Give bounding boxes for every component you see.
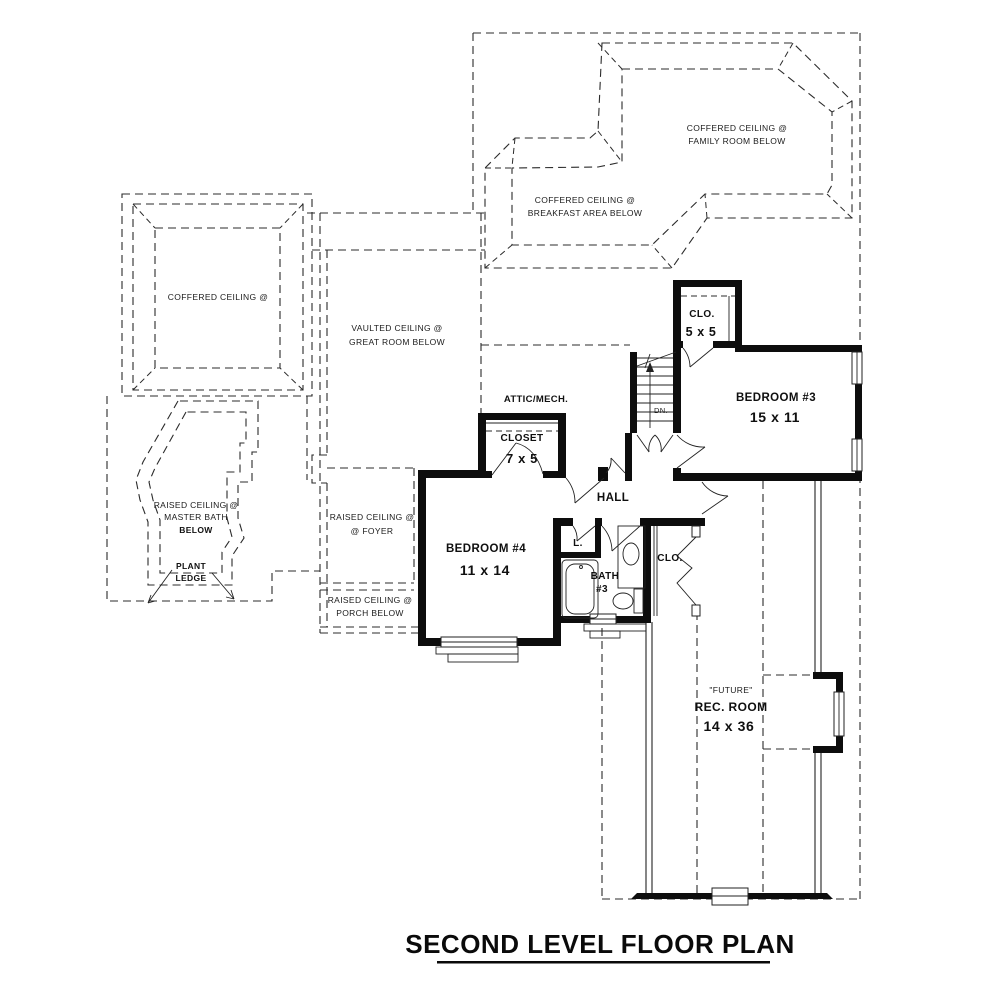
dashed-boundaries — [106, 32, 861, 900]
closet-door-swing — [491, 442, 544, 476]
hall-name: HALL — [597, 492, 629, 504]
bedroom3-door-swing — [676, 434, 706, 469]
rec-room-bottom-window — [711, 887, 749, 906]
master-bath-raised-ceiling-outline — [135, 400, 259, 586]
closet-name: CLOSET — [501, 433, 544, 444]
bedroom3-window-1 — [851, 351, 863, 385]
porch-label-2: PORCH BELOW — [336, 608, 404, 618]
stairs-dn-label: DN. — [654, 406, 668, 415]
clo-bedroom3-dims: 5 x 5 — [686, 325, 717, 339]
staircase — [636, 351, 677, 428]
family-room-label-2: FAMILY ROOM BELOW — [688, 136, 785, 146]
rec-room-qualifier: "FUTURE" — [709, 685, 752, 695]
bath-name: BATH — [591, 571, 620, 582]
attic-door-swing — [605, 457, 626, 474]
bedroom4-dims: 11 x 14 — [460, 562, 510, 578]
breakfast-label-1: COFFERED CEILING @ — [535, 195, 635, 205]
coffered-ceiling-left-outline — [121, 193, 313, 397]
plan-title: SECOND LEVEL FLOOR PLAN — [405, 929, 795, 964]
bath-door-swing — [601, 525, 641, 552]
breakfast-label-2: BREAKFAST AREA BELOW — [528, 208, 643, 218]
bath-number: #3 — [596, 584, 608, 595]
coffered-ceiling-family-breakfast-outline — [484, 42, 853, 269]
closet-dims: 7 x 5 — [506, 451, 538, 466]
bedroom4-name: BEDROOM #4 — [446, 543, 526, 555]
bedroom3-dims: 15 x 11 — [750, 409, 800, 425]
bathtub — [561, 559, 599, 619]
plant-ledge-arrows — [147, 569, 235, 604]
clo-bedroom3-name: CLO. — [689, 309, 715, 320]
great-room-label-2: GREAT ROOM BELOW — [349, 337, 445, 347]
coffered-left-label: COFFERED CEILING @ — [168, 292, 268, 302]
stairs-double-door-swing — [636, 434, 674, 453]
closet-interior-lines — [486, 295, 735, 432]
porch-label-1: RAISED CEILING @ — [328, 595, 413, 605]
linen-door-swing — [572, 525, 596, 542]
rec-room-name: REC. ROOM — [695, 700, 768, 714]
master-bath-label-2: MASTER BATH — [164, 512, 228, 522]
attic-label: ATTIC/MECH. — [504, 394, 568, 405]
great-room-label-1: VAULTED CEILING @ — [351, 323, 442, 333]
doors — [491, 347, 729, 617]
plant-ledge-label-2: LEDGE — [175, 573, 206, 583]
title-underline — [437, 961, 770, 964]
walls — [418, 280, 862, 899]
master-bath-label-3: BELOW — [179, 525, 213, 535]
bath-fixtures — [561, 525, 646, 619]
rec-room-bay-window — [833, 691, 845, 737]
bedroom3-name: BEDROOM #3 — [736, 392, 816, 404]
bedroom4-door-swing — [565, 477, 605, 504]
bath-window — [583, 613, 647, 639]
rec-room-frame-lines — [645, 481, 822, 893]
clo-hall-label: CLO. — [657, 553, 683, 564]
master-bath-label-1: RAISED CEILING @ — [154, 500, 239, 510]
plan-labels: COFFERED CEILING @ FAMILY ROOM BELOW COF… — [154, 123, 816, 734]
foyer-label-2: @ FOYER — [351, 526, 394, 536]
bedroom4-window — [435, 636, 519, 663]
windows — [435, 351, 863, 906]
rec-room-door-swing — [701, 481, 729, 515]
linen-label: L. — [573, 538, 583, 549]
family-room-label-1: COFFERED CEILING @ — [687, 123, 787, 133]
bedroom3-window-2 — [851, 438, 863, 472]
vanity-sink — [617, 525, 646, 589]
page-title: SECOND LEVEL FLOOR PLAN — [405, 929, 795, 959]
rec-room-dims: 14 x 36 — [704, 718, 755, 734]
toilet — [612, 588, 644, 614]
clo-bedroom3-door-swing — [682, 347, 714, 368]
clo-hall-bifold-door — [653, 525, 701, 617]
plant-ledge-label-1: PLANT — [176, 561, 207, 571]
foyer-label-1: RAISED CEILING @ — [330, 512, 415, 522]
